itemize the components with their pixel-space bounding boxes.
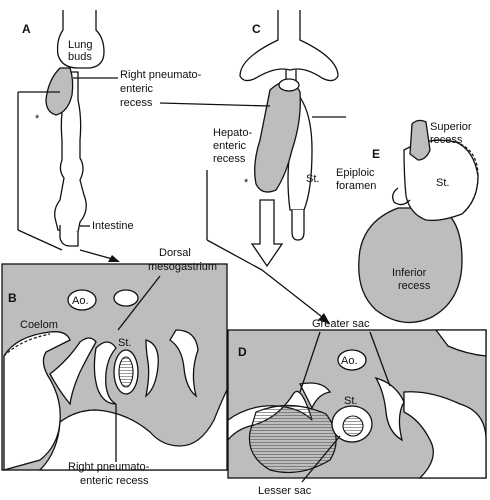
panel-b-letter: B <box>8 291 17 305</box>
leader-mesogastrium <box>117 275 161 331</box>
aorta-d <box>337 349 367 371</box>
st-label-b: St. <box>118 337 131 349</box>
lesser-sac-hatched <box>248 404 337 474</box>
panel-c-letter: C <box>252 22 261 36</box>
ao-label-d: Ao. <box>341 355 358 367</box>
panel-d-letter: D <box>238 345 247 359</box>
dashed-border-b1 <box>3 333 51 357</box>
recess-a-label-2: enteric <box>120 83 154 95</box>
epiploic-foramen-label-1: Epiploic <box>336 167 375 179</box>
recess-opening-c <box>278 78 300 92</box>
arrow-a-to-b <box>79 249 117 261</box>
dorsal-mesogastrium-label-1: Dorsal <box>159 247 191 259</box>
st-label-d: St. <box>344 395 357 407</box>
coelom-right <box>169 329 199 398</box>
intestine-label: Intestine <box>92 220 134 232</box>
hollow-arrow-down <box>250 199 284 268</box>
epiploic-foramen-shape <box>392 187 411 206</box>
lung-buds-label-1: Lung <box>68 39 92 51</box>
vessel-b <box>113 289 139 307</box>
inferior-recess <box>358 207 463 324</box>
asterisk-c: * <box>244 177 249 189</box>
greater-sac-cavity-right <box>403 391 487 479</box>
superior-recess-label-2: recess <box>430 134 463 146</box>
mesentery-curve-left <box>93 341 117 405</box>
recess-a-label-1: Right pneumato- <box>120 69 202 81</box>
coelom-bottom <box>38 389 228 471</box>
pneumatoenteric-b-label-1: Right pneumato- <box>68 461 150 473</box>
panel-e-letter: E <box>372 147 380 161</box>
leader-greater-sac-2 <box>369 331 391 387</box>
st-label-e: St. <box>436 177 449 189</box>
panel-a: A Lung buds * Right pneumato- enteric re… <box>17 10 202 262</box>
ao-label-b: Ao. <box>72 295 89 307</box>
arrow-head-a <box>108 255 120 262</box>
lung-buds-label-2: buds <box>68 51 92 63</box>
panel-d: D Ao. St. Greater sac Lesser sac <box>227 318 487 497</box>
dashed-border-b2 <box>59 409 97 423</box>
aorta-b <box>67 289 97 311</box>
duodenum-c <box>291 210 305 241</box>
panel-e: E Superior recess Epiploic foramen St. I… <box>336 119 479 324</box>
section-line-a-diag <box>17 229 63 251</box>
epiploic-foramen-label-2: foramen <box>336 180 376 192</box>
mesentery-curve-right <box>145 339 159 398</box>
hepatoenteric-label-2: enteric <box>213 140 247 152</box>
intestine-loop <box>59 225 79 247</box>
hepatoenteric-label-3: recess <box>213 153 246 165</box>
panel-a-letter: A <box>22 22 31 36</box>
leader-greater-sac-1 <box>299 331 321 393</box>
dorsal-mesogastrium-label-2: mesogastrium <box>148 261 217 273</box>
superior-recess-label-1: Superior <box>430 121 472 133</box>
recess-a-label-3: recess <box>120 97 153 109</box>
mesentery-d-left <box>299 382 332 410</box>
lung-buds-c <box>239 10 339 82</box>
panel-b: B Ao. St. Coelom Dorsal mesogastrium Rig… <box>1 247 228 487</box>
arrow-c-to-d <box>261 269 327 321</box>
leader-lesser-sac <box>301 435 341 483</box>
section-line-c-diag <box>206 239 263 271</box>
inferior-recess-label-1: Inferior <box>392 267 427 279</box>
coelom-d-top-right <box>434 329 487 357</box>
panel-c: C St. * Hepato- enteric recess <box>159 10 346 324</box>
pneumatoenteric-b-label-2: enteric recess <box>80 475 149 487</box>
coelom-left-inner <box>49 337 97 406</box>
asterisk-a: * <box>35 113 40 125</box>
leader-recess-a-to-c <box>159 102 271 107</box>
st-label-c: St. <box>306 173 319 185</box>
hepatoenteric-recess <box>254 80 301 193</box>
superior-recess <box>409 119 431 161</box>
stomach-d-lumen <box>342 415 364 437</box>
stomach-e-dashed <box>455 141 479 215</box>
greater-sac-label: Greater sac <box>312 318 370 330</box>
lesser-sac-label: Lesser sac <box>258 485 312 497</box>
coelom-label: Coelom <box>20 319 58 331</box>
inferior-recess-label-2: recess <box>398 280 431 292</box>
stomach-b-lumen <box>118 356 134 388</box>
hepatoenteric-label-1: Hepato- <box>213 127 252 139</box>
lung-buds-shape <box>56 10 105 69</box>
mesentery-d-right <box>374 376 405 442</box>
arrow-head-c <box>318 313 330 324</box>
